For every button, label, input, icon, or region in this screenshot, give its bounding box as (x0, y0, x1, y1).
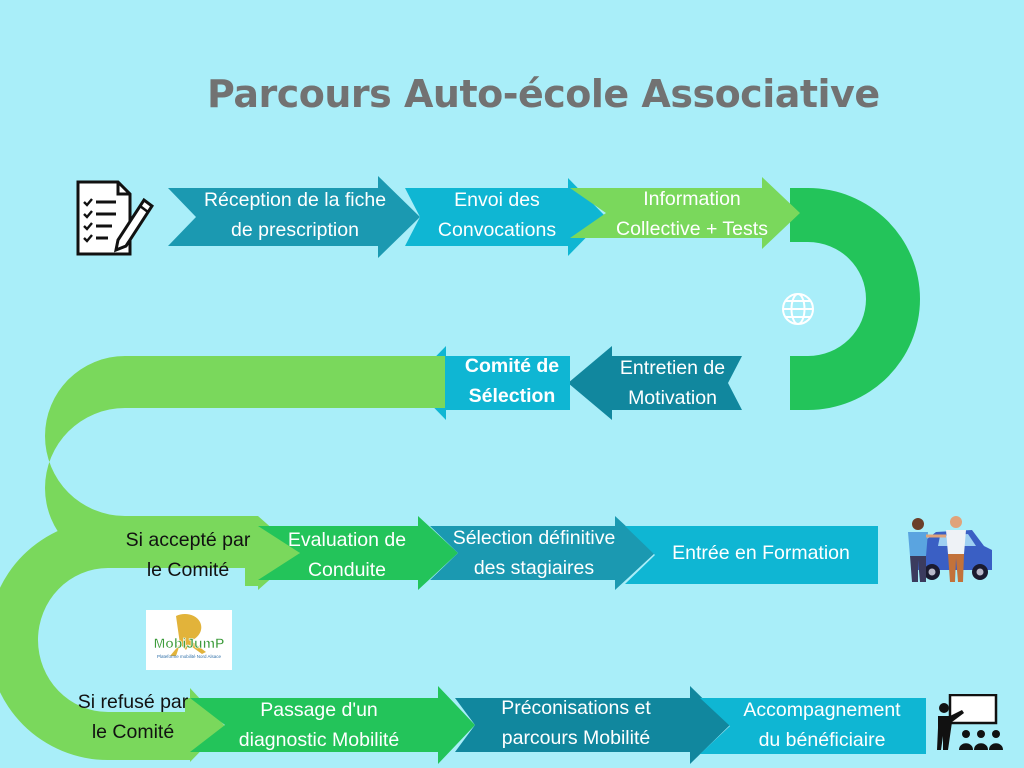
arrow-si-refuse (185, 688, 225, 762)
arrow-comite (410, 346, 570, 420)
label-si-accepte: Si accepté par le Comité (108, 524, 268, 586)
checklist-document-icon (76, 180, 154, 256)
label-convocations: Envoi des Convocations (418, 184, 576, 246)
label-diagnostic: Passage d'un diagnostic Mobilité (214, 694, 424, 756)
arrow-diagnostic (190, 686, 475, 764)
label-diagnostic-line2: diagnostic Mobilité (238, 729, 400, 751)
arrow-si-accepte (245, 516, 300, 590)
label-accompagnement: Accompagnement du bénéficiaire (722, 694, 922, 756)
label-entretien: Entretien de Motivation (600, 352, 745, 414)
connector-green-right (790, 188, 920, 410)
label-entretien-line2: Motivation (628, 387, 717, 409)
label-reception: Réception de la fiche de prescription (180, 184, 410, 246)
label-accompagnement-line1: Accompagnement (743, 699, 901, 721)
label-evaluation: Evaluation de Conduite (272, 524, 422, 586)
arrow-selection (430, 516, 655, 590)
label-formation: Entrée en Formation (650, 538, 872, 568)
car-handover-icon (908, 516, 992, 582)
arrow-preconisations (455, 686, 730, 764)
label-information-line2: Collective + Tests (616, 218, 768, 240)
label-comite: Comité de Sélection (446, 350, 578, 412)
label-si-refuse-line1: Si refusé par (77, 691, 189, 713)
connector-light-green-left (45, 356, 258, 568)
arrow-reception (168, 176, 420, 258)
classroom-teacher-icon (937, 694, 1003, 750)
label-accompagnement-line2: du bénéficiaire (758, 729, 886, 751)
label-reception-line1: Réception de la fiche (203, 189, 387, 211)
label-convocations-line2: Convocations (437, 219, 557, 241)
label-preconisations: Préconisations et parcours Mobilité (476, 692, 676, 754)
label-comite-line1: Comité de (464, 355, 560, 377)
label-preconisations-line1: Préconisations et (501, 697, 651, 719)
label-preconisations-line2: parcours Mobilité (501, 727, 651, 749)
label-si-refuse-line2: le Comité (91, 721, 175, 743)
globe-icon (782, 293, 814, 325)
mobijump-logo-graphic: MobiJumP Plateforme mobilité Nord Alsace (153, 614, 225, 659)
svg-text:Plateforme mobilité Nord Alsac: Plateforme mobilité Nord Alsace (157, 654, 222, 659)
arrow-evaluation (258, 516, 458, 590)
connector-green-left-low (0, 520, 190, 760)
label-reception-line2: de prescription (231, 219, 359, 241)
arrow-formation (625, 526, 878, 584)
arrow-entretien (568, 346, 742, 420)
band-light-green (245, 356, 445, 408)
page-title: Parcours Auto-école Associative (207, 72, 880, 116)
label-diagnostic-line1: Passage d'un (260, 699, 378, 721)
arrow-information (570, 177, 800, 249)
label-si-accepte-line2: le Comité (146, 559, 230, 581)
label-selection-line1: Sélection définitive (452, 527, 616, 549)
label-entretien-line1: Entretien de (619, 357, 726, 379)
label-information-line1: Information (643, 188, 741, 210)
label-formation-line1: Entrée en Formation (672, 542, 850, 564)
label-comite-line2: Sélection (468, 385, 556, 407)
arrow-accompagnement (700, 698, 926, 754)
label-selection: Sélection définitive des stagiaires (434, 522, 634, 584)
label-selection-line2: des stagiaires (473, 557, 595, 579)
svg-text:MobiJumP: MobiJumP (154, 635, 225, 651)
label-information: Information Collective + Tests (594, 183, 790, 245)
label-evaluation-line1: Evaluation de (287, 529, 407, 551)
arrow-convocations (405, 178, 606, 256)
label-evaluation-line2: Conduite (307, 559, 387, 581)
label-si-refuse: Si refusé par le Comité (58, 686, 208, 748)
mobijump-logo: MobiJumP Plateforme mobilité Nord Alsace (146, 610, 232, 670)
label-convocations-line1: Envoi des (454, 189, 540, 211)
label-si-accepte-line1: Si accepté par (125, 529, 251, 551)
